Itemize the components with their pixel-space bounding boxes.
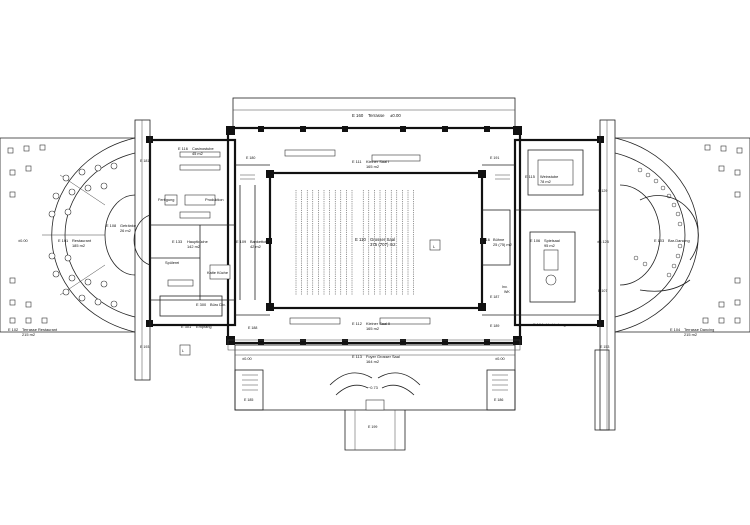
- room-name-terrasse-restaurant: Terrasse Restaurant: [22, 327, 58, 332]
- room-name-spielsaal: Spielsaal: [544, 238, 560, 243]
- room-labels: E 160 Terrasse ±0.00 E 116 Casinostube 4…: [8, 113, 714, 429]
- room-area-foyer: 164 m2: [366, 359, 379, 364]
- room-name-weinstube: Weinstube: [540, 174, 558, 179]
- room-name-kalte-kuche: Kalte Küche: [207, 270, 228, 275]
- room-code-getranke: E 108: [106, 223, 116, 228]
- room-sub-inv: WK: [504, 290, 510, 294]
- room-name-bar-dancing: Bar-Dancing: [668, 238, 690, 243]
- room-code-e188: E 188: [248, 326, 257, 330]
- room-name-bankettoffi: Bankettoffi: [250, 239, 268, 244]
- room-furniture: [133, 149, 584, 411]
- room-code-kleiner-saal-2: E 112: [352, 321, 362, 326]
- room-code-terrasse: E 160: [352, 113, 364, 118]
- room-code-terrasse-dancing: E 104: [670, 327, 681, 332]
- level-foyer-west: ±0.00: [242, 356, 253, 361]
- room-code-e189: E 189: [490, 324, 499, 328]
- room-code-inv: Inv.: [502, 285, 508, 289]
- room-code-grosser-saal: E 110: [355, 237, 367, 242]
- room-name-fertigung: Fertigung: [158, 197, 174, 202]
- room-name-foyer: Foyer Grosser Saal: [366, 354, 400, 359]
- room-area-spielsaal: 95 m2: [544, 243, 555, 248]
- room-code-hauptkuche: E 133: [172, 239, 182, 244]
- room-code-e181: E 181: [140, 159, 149, 163]
- terrace-dancing-area: [614, 137, 750, 333]
- room-code-bar-dancing: E 103: [654, 238, 664, 243]
- room-area-getranke: 26 m2: [120, 228, 131, 233]
- great-hall-seating: [295, 190, 414, 295]
- level-foyer-east: ±0.00: [495, 356, 506, 361]
- room-area-casino: 45 m2: [192, 151, 203, 156]
- room-code-bankettoffi: E 109: [236, 239, 246, 244]
- room-area-terrasse-restaurant: 215 m2: [22, 332, 35, 337]
- room-code-e107: E 107: [598, 289, 607, 293]
- room-area-hauptkuche: 142 m2: [187, 244, 200, 249]
- room-area-grosser-saal: 375 (707) m2: [370, 242, 396, 247]
- room-code-casino: E 116: [178, 146, 188, 151]
- lift-mark: L: [182, 349, 184, 353]
- room-code-weinstube: E 115: [525, 174, 535, 179]
- room-name-buhne: Bühne: [493, 237, 504, 242]
- room-code-e180: E 180: [246, 156, 255, 160]
- room-level-terrasse: ±0.00: [390, 113, 401, 118]
- level-west: ±0.00: [18, 238, 29, 243]
- room-area-kleiner-saal-2: 165 m2: [366, 326, 379, 331]
- room-area-buhne: 25 (75) m2: [493, 242, 512, 247]
- room-area-restaurant: 185 m2: [72, 243, 85, 248]
- room-name-getranke: Getränke: [120, 223, 136, 228]
- room-code-e186: E 186: [494, 398, 503, 402]
- room-code-restaurant: E 101: [58, 238, 68, 243]
- room-code-e191: E 191: [490, 156, 499, 160]
- room-name-verbindungszone: Verbindungszone: [546, 322, 576, 327]
- room-name-grosser-saal: Grosser Saal: [370, 237, 395, 242]
- room-area-weinstube: 78 m2: [540, 179, 551, 184]
- room-name-empfang: Empfang: [196, 324, 212, 329]
- room-area-bankettoffi: 42 m2: [250, 244, 261, 249]
- room-code-kleiner-saal-1: E 111: [352, 159, 362, 164]
- room-code-terrasse-restaurant: E 102: [8, 327, 18, 332]
- room-code-e153: E 153: [600, 345, 609, 349]
- room-area-terrasse-dancing: 215 m2: [684, 332, 697, 337]
- room-code-empfang: E 301: [181, 324, 191, 329]
- building-walls: [134, 97, 616, 451]
- room-name-casino: Casinostube: [192, 146, 214, 151]
- room-name-hauptkuche: Hauptküche: [187, 239, 208, 244]
- room-code-e129: E 129: [598, 189, 607, 193]
- room-name-buro-div: Büro Div.: [210, 302, 226, 307]
- room-name-terrasse: Terrasse: [368, 113, 385, 118]
- room-code-verbindungszone: E 104: [533, 322, 544, 327]
- room-name-kleiner-saal-2: Kleiner Saal II: [366, 321, 390, 326]
- room-code-buro-div: E 300: [196, 302, 207, 307]
- room-code-buhne: E 116: [480, 237, 490, 242]
- room-area-kleiner-saal-1: 165 m2: [366, 164, 379, 169]
- room-name-kleiner-saal-1: Kleiner Saal I: [366, 159, 389, 164]
- room-name-produktion: Produktion: [205, 197, 224, 202]
- stage-mark: L: [433, 244, 436, 249]
- room-code-e199: E 199: [368, 425, 377, 429]
- room-code-foyer: E 113: [352, 354, 362, 359]
- level-stair: −0.73: [368, 385, 378, 390]
- room-code-e187: E 187: [490, 295, 499, 299]
- terrace-restaurant-area: [0, 137, 136, 333]
- room-code-spielsaal: E 106: [530, 238, 540, 243]
- room-name-terrasse-dancing: Terrasse Dancing: [684, 327, 714, 332]
- room-name-spulerei: Spülerei: [165, 260, 179, 265]
- room-code-e193: E 193: [140, 345, 149, 349]
- level-east: ±0.125: [597, 239, 609, 244]
- room-code-e185: E 185: [244, 398, 253, 402]
- room-name-restaurant: Restaurant: [72, 238, 92, 243]
